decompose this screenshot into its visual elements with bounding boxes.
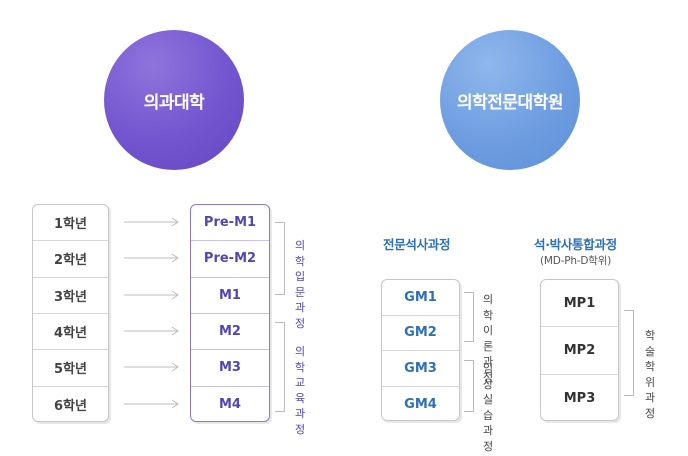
year-cell: 5학년 xyxy=(33,350,108,387)
college-of-medicine-circle: 의과대학 xyxy=(104,30,244,170)
gm-cell: GM2 xyxy=(382,316,459,351)
arrow-right-icon xyxy=(124,253,179,263)
mp-cell: MP3 xyxy=(563,390,596,406)
label-line: 입문 xyxy=(294,270,306,299)
label-line: 과정 xyxy=(644,391,656,420)
mp-subheading: (MD-Ph-D학위) xyxy=(540,255,612,267)
course-cell: M1 xyxy=(191,278,269,314)
label-line: 이론 xyxy=(482,324,494,353)
label-line: 의학 xyxy=(294,239,306,268)
label-line: 임상 xyxy=(482,362,494,391)
label-line: 과정 xyxy=(482,424,494,453)
year-cell: 3학년 xyxy=(33,278,108,314)
group-bracket xyxy=(464,292,474,342)
group-bracket xyxy=(275,322,285,412)
medical-school-column: Pre-M1 Pre-M2 M1 M2 M3 M4 xyxy=(190,204,270,422)
mp-group-label: 학술 학위 과정 xyxy=(640,328,660,421)
premed-group-label-2: 의학 교육 과정 xyxy=(290,344,310,437)
years-column: 1학년 2학년 3학년 4학년 5학년 6학년 xyxy=(32,204,109,422)
gm-cell: GM1 xyxy=(382,280,459,316)
arrow-right-icon xyxy=(124,399,179,409)
arrow-right-icon xyxy=(124,326,179,336)
gm-cell: GM3 xyxy=(382,351,459,387)
mp-cell: MP1 xyxy=(541,280,618,328)
label-line: 교육 xyxy=(294,376,306,405)
label-line: 과정 xyxy=(482,355,494,384)
arrow-right-icon xyxy=(124,217,179,227)
graduate-school-of-medicine-label: 의학전문대학원 xyxy=(457,92,563,113)
course-cell: M2 xyxy=(191,314,269,351)
gm-column: GM1 GM2 GM3 GM4 xyxy=(381,279,460,421)
year-cell: 2학년 xyxy=(33,241,108,278)
group-bracket xyxy=(624,310,634,396)
label-line: 과정 xyxy=(294,407,306,436)
graduate-school-of-medicine-circle: 의학전문대학원 xyxy=(440,30,580,170)
year-cell: 6학년 xyxy=(54,399,87,415)
gm-group-label-1: 의학 이론 과정 xyxy=(478,292,498,385)
arrow-right-icon xyxy=(124,362,179,372)
college-of-medicine-label: 의과대학 xyxy=(143,92,205,113)
label-line: 의학 xyxy=(294,345,306,374)
label-line: 의학 xyxy=(482,293,494,322)
arrow-right-icon xyxy=(124,290,179,300)
label-line: 학술 xyxy=(644,329,656,358)
course-cell: Pre-M2 xyxy=(191,241,269,278)
group-bracket xyxy=(275,222,285,295)
mp-cell: MP2 xyxy=(541,327,618,375)
mp-heading: 석·박사통합과정 xyxy=(534,237,617,252)
group-bracket xyxy=(464,360,474,412)
course-cell: M4 xyxy=(219,397,241,413)
course-cell: M3 xyxy=(191,350,269,387)
gm-heading: 전문석사과정 xyxy=(383,237,451,252)
premed-group-label-1: 의학 입문 과정 xyxy=(290,238,310,331)
label-line: 학위 xyxy=(644,360,656,389)
mp-column: MP1 MP2 MP3 xyxy=(540,279,619,421)
course-cell: Pre-M1 xyxy=(191,205,269,242)
gm-group-label-2: 임상 실습 과정 xyxy=(478,361,498,454)
year-cell: 1학년 xyxy=(33,205,108,242)
gm-cell: GM4 xyxy=(404,396,437,412)
label-line: 과정 xyxy=(294,301,306,330)
year-cell: 4학년 xyxy=(33,314,108,351)
label-line: 실습 xyxy=(482,393,494,422)
